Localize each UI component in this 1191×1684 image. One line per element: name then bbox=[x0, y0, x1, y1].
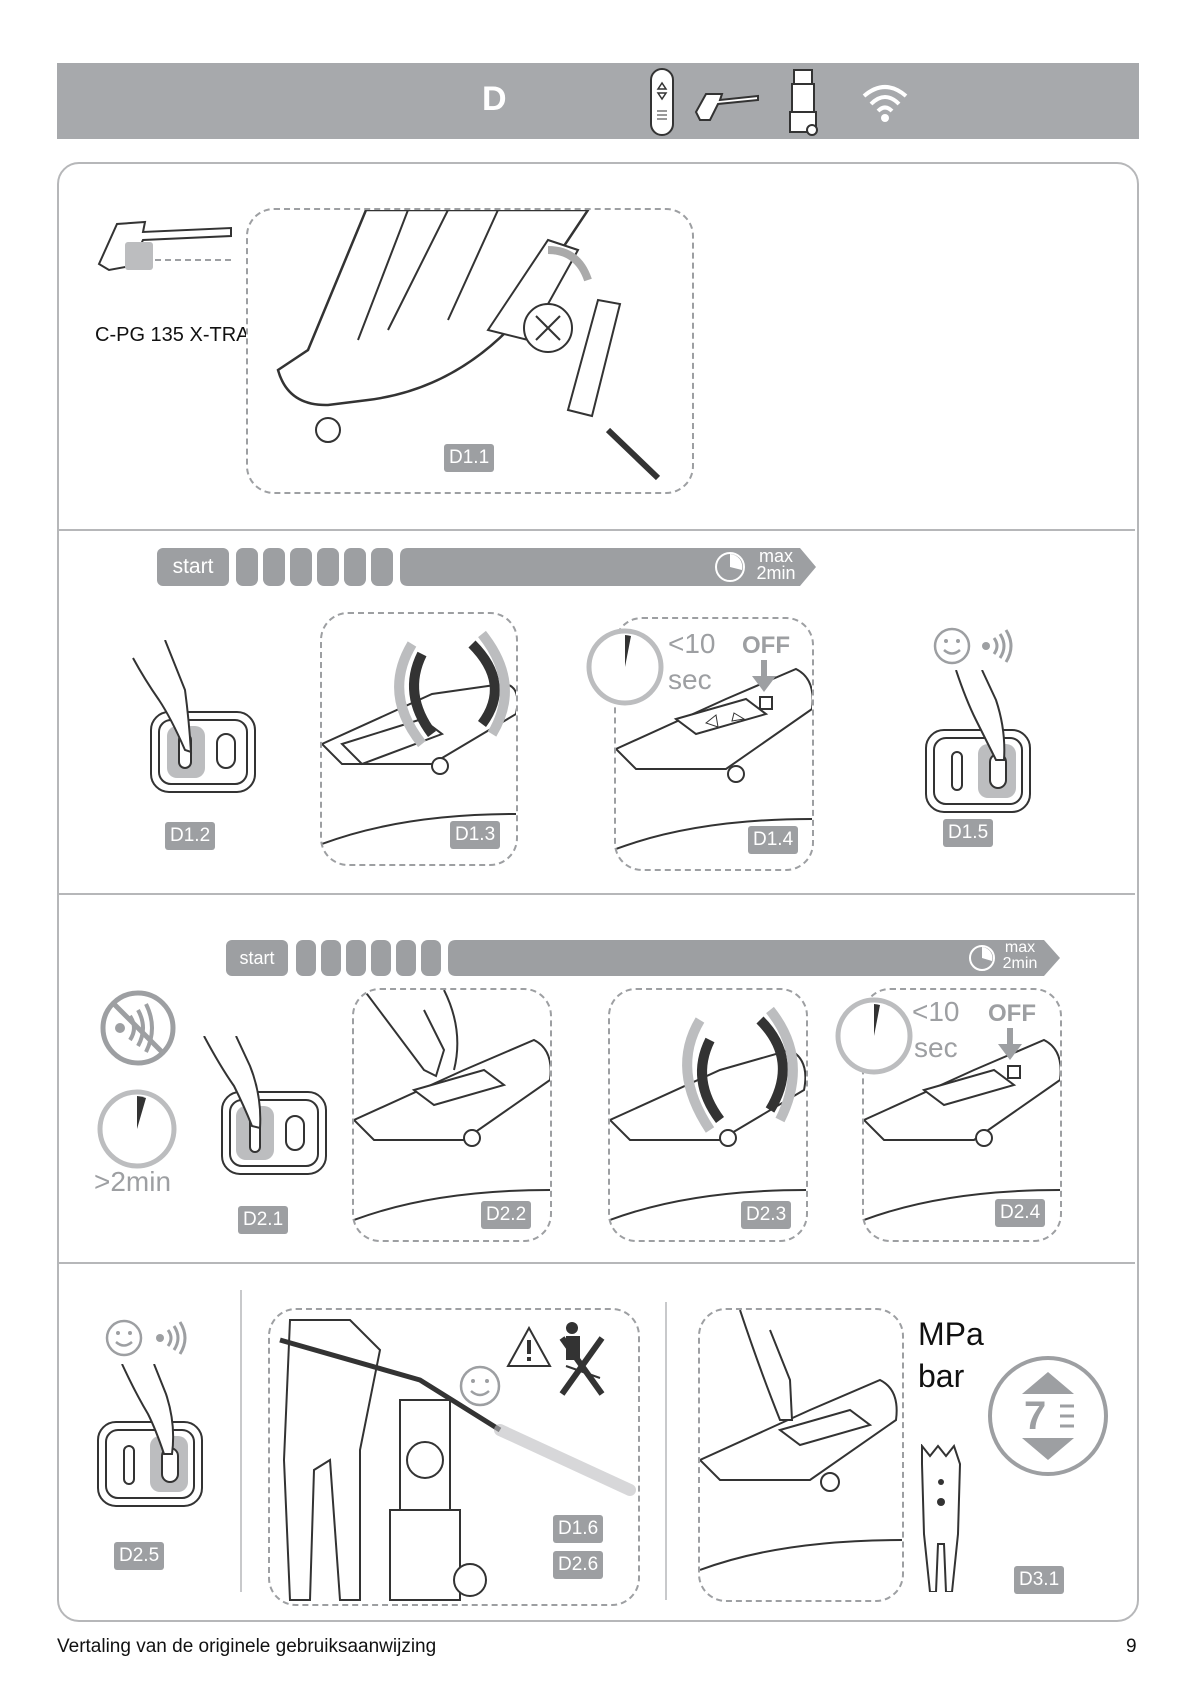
max-duration: 2min bbox=[748, 565, 804, 582]
step-label: D2.4 bbox=[995, 1199, 1045, 1227]
timer-unit: sec bbox=[668, 664, 712, 696]
timeline-segment bbox=[321, 940, 341, 976]
vibration-signal-icon bbox=[980, 628, 1014, 664]
idle-time-label: >2min bbox=[94, 1166, 171, 1198]
section-header-bar bbox=[57, 63, 1139, 139]
timeline-start: start bbox=[157, 548, 229, 586]
smiley-icon bbox=[458, 1364, 502, 1408]
wireless-signal-icon bbox=[860, 80, 910, 124]
step-label: D2.5 bbox=[114, 1542, 164, 1570]
timeline-segment bbox=[317, 548, 339, 586]
step-label: D1.4 bbox=[748, 826, 798, 854]
step-label: D1.2 bbox=[165, 822, 215, 850]
step-label: D1.6 bbox=[553, 1515, 603, 1543]
step-label: D1.5 bbox=[943, 819, 993, 847]
step-label: D1.3 bbox=[450, 821, 500, 849]
timer-icon bbox=[834, 996, 914, 1076]
model-name: C-PG 135 X-TRA bbox=[95, 324, 249, 347]
column-separator bbox=[240, 1290, 242, 1592]
warning-icon bbox=[506, 1326, 552, 1368]
spray-gun-icon bbox=[692, 86, 762, 122]
off-label: OFF bbox=[742, 632, 790, 660]
timeline-segment bbox=[263, 548, 285, 586]
timeline-bar bbox=[448, 940, 1060, 976]
timeline-segment bbox=[296, 940, 316, 976]
timer-icon bbox=[96, 1088, 178, 1170]
spray-nozzle-icon bbox=[916, 1444, 966, 1592]
timer-value: <10 bbox=[668, 628, 716, 660]
timeline-segment bbox=[236, 548, 258, 586]
d2-5-button-press bbox=[92, 1364, 210, 1514]
page-number: 9 bbox=[1126, 1636, 1137, 1658]
spray-gun-illustration bbox=[95, 214, 235, 274]
timeline-segment bbox=[290, 548, 312, 586]
d2-1-button-press bbox=[200, 1036, 330, 1184]
section-divider bbox=[59, 893, 1135, 895]
timeline-max-label: max 2min bbox=[996, 940, 1044, 972]
step-label: D1.1 bbox=[444, 444, 494, 472]
down-arrow-icon bbox=[998, 1028, 1022, 1062]
vibration-signal-icon bbox=[154, 1320, 188, 1356]
max-duration: 2min bbox=[996, 956, 1044, 972]
step-label: D2.1 bbox=[238, 1206, 288, 1234]
smiley-icon bbox=[104, 1318, 144, 1358]
d1-5-button-press bbox=[916, 670, 1036, 820]
pressure-dial-icon bbox=[986, 1354, 1110, 1478]
step-label: D2.3 bbox=[741, 1201, 791, 1229]
footer-text: Vertaling van de originele gebruiksaanwi… bbox=[57, 1636, 436, 1658]
smiley-icon bbox=[932, 626, 972, 666]
pressure-washer-icon bbox=[786, 66, 822, 138]
no-children-icon bbox=[556, 1318, 608, 1402]
timeline-segment bbox=[396, 940, 416, 976]
timeline-segment bbox=[344, 548, 366, 586]
timer-icon bbox=[585, 627, 665, 707]
timeline-max-label: max 2min bbox=[748, 548, 804, 582]
step-label: D2.6 bbox=[553, 1551, 603, 1579]
step-d3-1-panel bbox=[698, 1308, 904, 1602]
section-divider bbox=[59, 1262, 1135, 1264]
timer-value: <10 bbox=[912, 996, 960, 1028]
timeline-segment bbox=[421, 940, 441, 976]
pressure-unit-bar: bar bbox=[918, 1358, 964, 1395]
section-letter: D bbox=[482, 80, 507, 119]
max-label: max bbox=[996, 940, 1044, 956]
off-label: OFF bbox=[988, 1000, 1036, 1028]
timeline-start: start bbox=[226, 940, 288, 976]
timeline-segment bbox=[346, 940, 366, 976]
step-label: D3.1 bbox=[1014, 1566, 1064, 1594]
remote-pressure-illustration bbox=[700, 1310, 902, 1600]
step-label: D2.2 bbox=[481, 1201, 531, 1229]
timer-unit: sec bbox=[914, 1032, 958, 1064]
column-separator bbox=[665, 1302, 667, 1600]
remote-control-icon bbox=[648, 67, 676, 137]
down-arrow-icon bbox=[752, 660, 776, 694]
no-signal-icon bbox=[98, 988, 178, 1068]
d1-2-button-press bbox=[125, 640, 265, 800]
pressure-dial-value: 7 bbox=[1024, 1394, 1046, 1439]
section-divider bbox=[59, 529, 1135, 531]
timeline-segment bbox=[371, 940, 391, 976]
timeline-segment bbox=[371, 548, 393, 586]
pressure-unit-mpa: MPa bbox=[918, 1316, 984, 1353]
